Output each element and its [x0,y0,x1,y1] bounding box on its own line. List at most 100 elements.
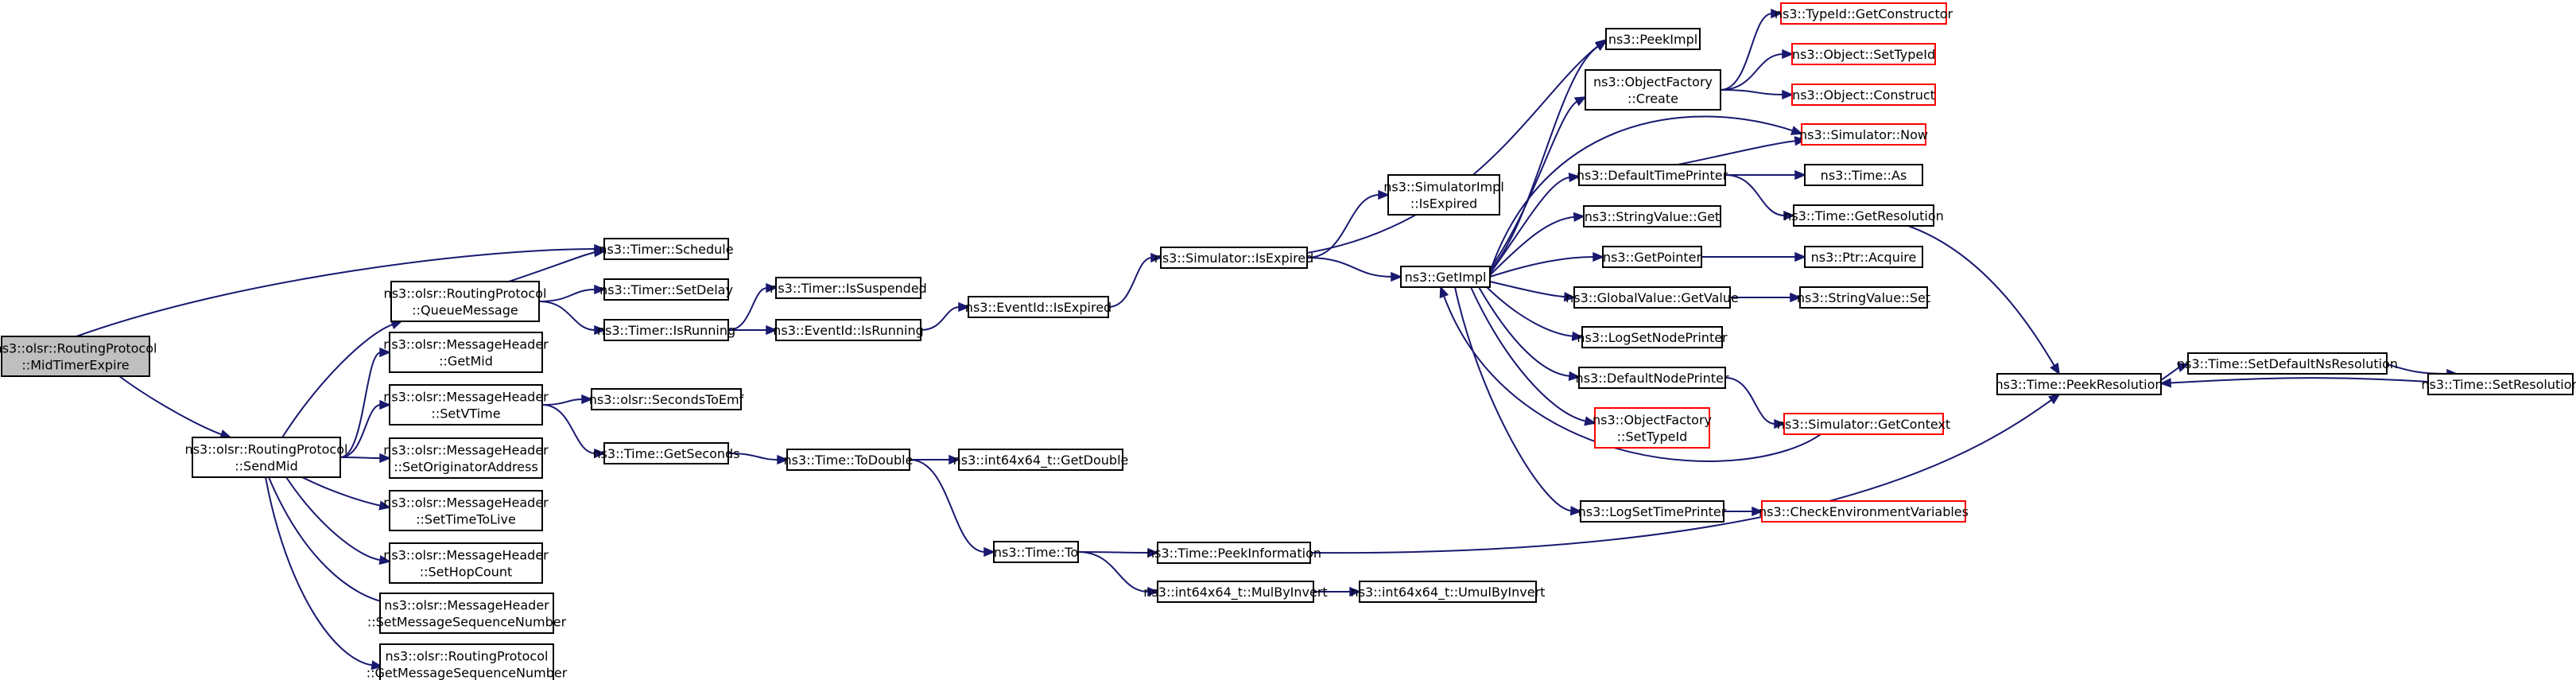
node-box [1761,500,1966,523]
node-ptr-acquire[interactable]: ns3::Ptr::Acquire [1804,246,1923,268]
node-logsetnodeprinter[interactable]: ns3::LogSetNodePrinter [1577,326,1728,348]
node-label: ns3::GetPointer [1603,250,1702,265]
node-box [993,541,1079,563]
node-box [1583,205,1721,227]
edge-time-getseconds-to-time-todouble [727,453,789,465]
node-label: ns3::olsr::RoutingProtocol [384,286,547,301]
node-timer-setdelay[interactable]: ns3::Timer::SetDelay [599,278,733,301]
node-queuemessage[interactable]: ns3::olsr::RoutingProtocol::QueueMessage [384,281,547,322]
node-simulator-now[interactable]: ns3::Simulator::Now [1799,123,1928,146]
node-setvtime[interactable]: ns3::olsr::MessageHeader::SetVTime [383,384,549,425]
node-label: ns3::EventId::IsRunning [773,323,924,338]
node-timer-isrunning[interactable]: ns3::Timer::IsRunning [597,319,735,341]
node-root[interactable]: ns3::olsr::RoutingProtocol::MidTimerExpi… [0,336,157,377]
node-typeid-getconstructor[interactable]: ns3::TypeId::GetConstructor [1775,2,1953,25]
node-box [389,490,543,531]
node-sethopcount[interactable]: ns3::olsr::MessageHeader::SetHopCount [383,542,549,584]
node-int64-umulbyinvert[interactable]: ns3::int64x64_t::UmulByInvert [1351,581,1546,603]
node-label: ns3::int64x64_t::GetDouble [953,453,1129,468]
node-settimetolive[interactable]: ns3::olsr::MessageHeader::SetTimeToLive [383,490,549,531]
node-globalvalue-getvalue[interactable]: ns3::GlobalValue::GetValue [1565,286,1739,309]
node-label: ns3::olsr::RoutingProtocol [185,442,348,457]
node-simulator-isexpired[interactable]: ns3::Simulator::IsExpired [1154,247,1314,269]
node-box [1602,246,1702,268]
node-timer-schedule[interactable]: ns3::Timer::Schedule [599,238,734,260]
node-time-peekinformation[interactable]: ns3::Time::PeekInformation [1146,542,1321,564]
edge-time-setresolution-to-time-peekresolution [2159,377,2429,388]
node-simulator-getcontext[interactable]: ns3::Simulator::GetContext [1777,413,1950,435]
node-label: ::SetTypeId [1617,429,1688,445]
node-box [1157,581,1314,603]
node-eventid-isexpired[interactable]: ns3::EventId::IsExpired [965,296,1111,318]
node-checkenvvars[interactable]: ns3::CheckEnvironmentVariables [1759,500,1969,523]
node-getmsgseq[interactable]: ns3::olsr::RoutingProtocol::GetMessageSe… [367,643,568,680]
node-label: ns3::Timer::SetDelay [599,282,733,297]
node-secondstoemf[interactable]: ns3::olsr::SecondsToEmf [589,388,744,410]
edge-getimpl-to-logsettimeprinter [1454,286,1582,516]
node-int64-getdouble[interactable]: ns3::int64x64_t::GetDouble [953,449,1129,471]
node-objectfactory-settypeid[interactable]: ns3::ObjectFactory::SetTypeId [1593,407,1712,449]
node-box [1791,43,1936,65]
node-getmid[interactable]: ns3::olsr::MessageHeader::GetMid [383,332,549,373]
node-time-todouble[interactable]: ns3::Time::ToDouble [784,449,914,471]
node-eventid-isrunning[interactable]: ns3::EventId::IsRunning [773,319,924,341]
node-box [389,542,543,584]
node-setoriginator[interactable]: ns3::olsr::MessageHeader::SetOriginatorA… [383,437,549,479]
node-time-setresolution[interactable]: ns3::Time::SetResolution [2421,373,2576,395]
node-objectfactory-create[interactable]: ns3::ObjectFactory::Create [1585,69,1721,111]
node-label: ns3::CheckEnvironmentVariables [1759,504,1969,519]
edge-getimpl-to-defaulttimeprinter [1489,172,1581,274]
node-time-peekresolution[interactable]: ns3::Time::PeekResolution [1995,373,2163,395]
node-time-getresolution[interactable]: ns3::Time::GetResolution [1783,204,1944,227]
node-stringvalue-get[interactable]: ns3::StringValue::Get [1583,205,1721,227]
node-object-construct[interactable]: ns3::Object::Construct [1791,84,1936,106]
node-label: ::SetMessageSequenceNumber [367,615,567,630]
node-label: ns3::olsr::RoutingProtocol [0,341,157,356]
node-object-settypeid[interactable]: ns3::Object::SetTypeId [1791,43,1936,65]
node-logsettimeprinter[interactable]: ns3::LogSetTimePrinter [1578,500,1727,523]
node-time-setdefaultnsresolution[interactable]: ns3::Time::SetDefaultNsResolution [2177,352,2398,375]
node-box [1804,164,1923,186]
edge-root-to-sendmid [118,375,232,439]
node-time-getseconds[interactable]: ns3::Time::GetSeconds [592,442,740,464]
node-label: ns3::Simulator::IsExpired [1154,251,1314,266]
edge-defaulttimeprinter-to-time-getresolution [1724,174,1795,221]
node-box [390,281,540,322]
node-defaulttimeprinter[interactable]: ns3::DefaultTimePrinter [1577,164,1728,186]
node-defaultnodeprinter[interactable]: ns3::DefaultNodePrinter [1576,367,1729,389]
edge-simulator-isexpired-to-simimpl-isexpired [1306,189,1390,258]
node-getimpl[interactable]: ns3::GetImpl [1400,266,1491,288]
node-label: ns3::Simulator::GetContext [1777,417,1950,432]
edge-defaulttimeprinter-to-simulator-now [1677,136,1806,165]
node-label: ns3::int64x64_t::MulByInvert [1143,585,1327,600]
node-box [1359,581,1537,603]
node-label: ns3::DefaultNodePrinter [1576,371,1729,386]
node-box [1799,286,1928,309]
node-int64-mulbyinvert[interactable]: ns3::int64x64_t::MulByInvert [1143,581,1328,603]
node-getpointer[interactable]: ns3::GetPointer [1602,246,1702,268]
node-sendmid[interactable]: ns3::olsr::RoutingProtocol::SendMid [185,437,348,478]
node-box [1160,247,1308,269]
node-box [1157,542,1311,564]
node-label: ns3::Object::Construct [1792,87,1935,103]
node-peekimpl[interactable]: ns3::PeekImpl [1605,28,1701,50]
edge-int64-mulbyinvert-to-int64-umulbyinvert [1313,586,1361,597]
node-simimpl-isexpired[interactable]: ns3::SimulatorImpl::IsExpired [1383,174,1504,216]
node-box [786,449,910,471]
node-box [775,277,921,299]
node-stringvalue-set[interactable]: ns3::StringValue::Set [1797,286,1930,309]
node-box [603,238,729,260]
node-box [1573,286,1731,309]
node-box [1783,413,1944,435]
node-label: ns3::Time::ToDouble [784,453,914,468]
node-setmsgseq[interactable]: ns3::olsr::MessageHeader::SetMessageSequ… [367,593,567,634]
edge-getimpl-to-simulator-now [1489,115,1803,273]
node-label: ns3::Time::GetResolution [1783,208,1944,223]
node-time-to[interactable]: ns3::Time::To [993,541,1079,563]
node-timer-issuspended[interactable]: ns3::Timer::IsSuspended [770,277,927,299]
node-box [1996,373,2162,395]
edge-sendmid-to-setmsgseq [268,476,399,608]
node-time-as[interactable]: ns3::Time::As [1804,164,1923,186]
edge-timer-isrunning-to-timer-issuspended [727,282,778,331]
